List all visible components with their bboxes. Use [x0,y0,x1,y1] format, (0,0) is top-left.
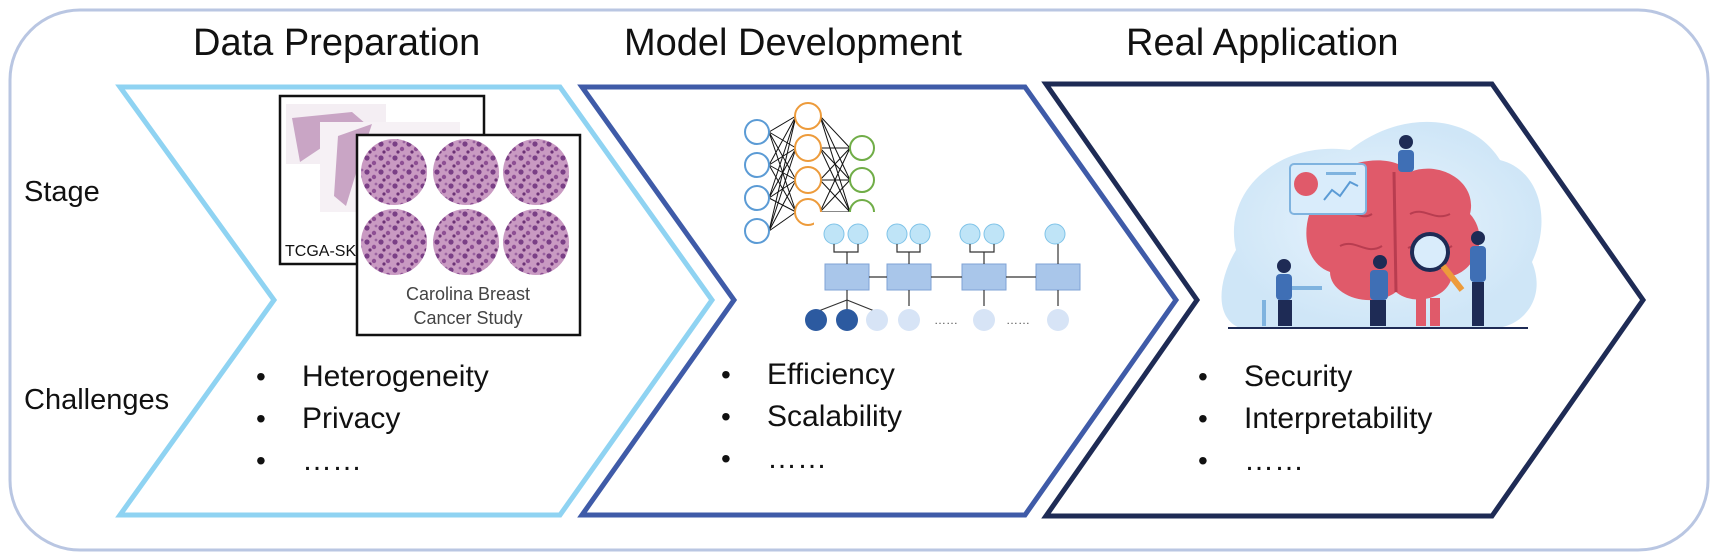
hidden-node [794,102,822,130]
nn-edge [819,179,851,213]
sequence-model-diagram: …… …… [805,212,1081,331]
stage-title-data-preparation: Data Preparation [193,22,481,64]
outer-frame [8,8,1710,552]
input-node [744,152,770,178]
output-node [849,135,875,161]
nn-edge [819,147,851,181]
tma-core-grid [361,139,569,275]
carolina-caption-line1: Carolina Breast [406,284,530,304]
nn-edge [768,115,797,199]
sequence-ellipsis-1: …… [934,313,958,327]
challenge-item: Interpretability [1198,398,1432,440]
stage-title-real-application: Real Application [1126,22,1399,64]
challenge-item: Security [1198,356,1432,398]
challenge-item: …… [721,438,902,480]
medical-ai-illustration [1221,121,1542,329]
hidden-node [794,166,822,194]
stage-title-model-development: Model Development [624,22,962,64]
challenge-item: Privacy [256,398,489,440]
nn-edge [768,115,797,232]
challenge-item: Heterogeneity [256,356,489,398]
nn-edge [768,211,797,232]
nn-edge [768,115,797,133]
nn-edge [768,179,797,232]
row-label-stage: Stage [24,176,100,208]
challenges-data-preparation: Heterogeneity Privacy …… [256,356,489,482]
input-node [744,218,770,244]
hidden-node [794,134,822,162]
challenge-item: Scalability [721,396,902,438]
challenges-real-application: Security Interpretability …… [1198,356,1432,482]
challenge-item: Efficiency [721,354,902,396]
challenges-model-development: Efficiency Scalability …… [721,354,902,480]
carolina-caption-line2: Cancer Study [413,308,522,328]
challenge-item: …… [256,440,489,482]
tma-slide-card: Carolina Breast Cancer Study [355,133,582,337]
nn-edge [819,147,851,213]
input-node [744,119,770,145]
nn-edge [768,147,797,232]
output-node [849,167,875,193]
data-preparation-chevron [115,84,716,518]
sequence-ellipsis-2: …… [1006,313,1030,327]
nn-edge [768,115,797,166]
input-node [744,185,770,211]
row-label-challenges: Challenges [24,384,170,416]
tcga-caption: TCGA-SK [285,243,356,260]
real-application-chevron [1041,81,1647,519]
nn-edge [819,115,851,149]
challenge-item: …… [1198,440,1432,482]
model-development-chevron [577,84,1180,518]
